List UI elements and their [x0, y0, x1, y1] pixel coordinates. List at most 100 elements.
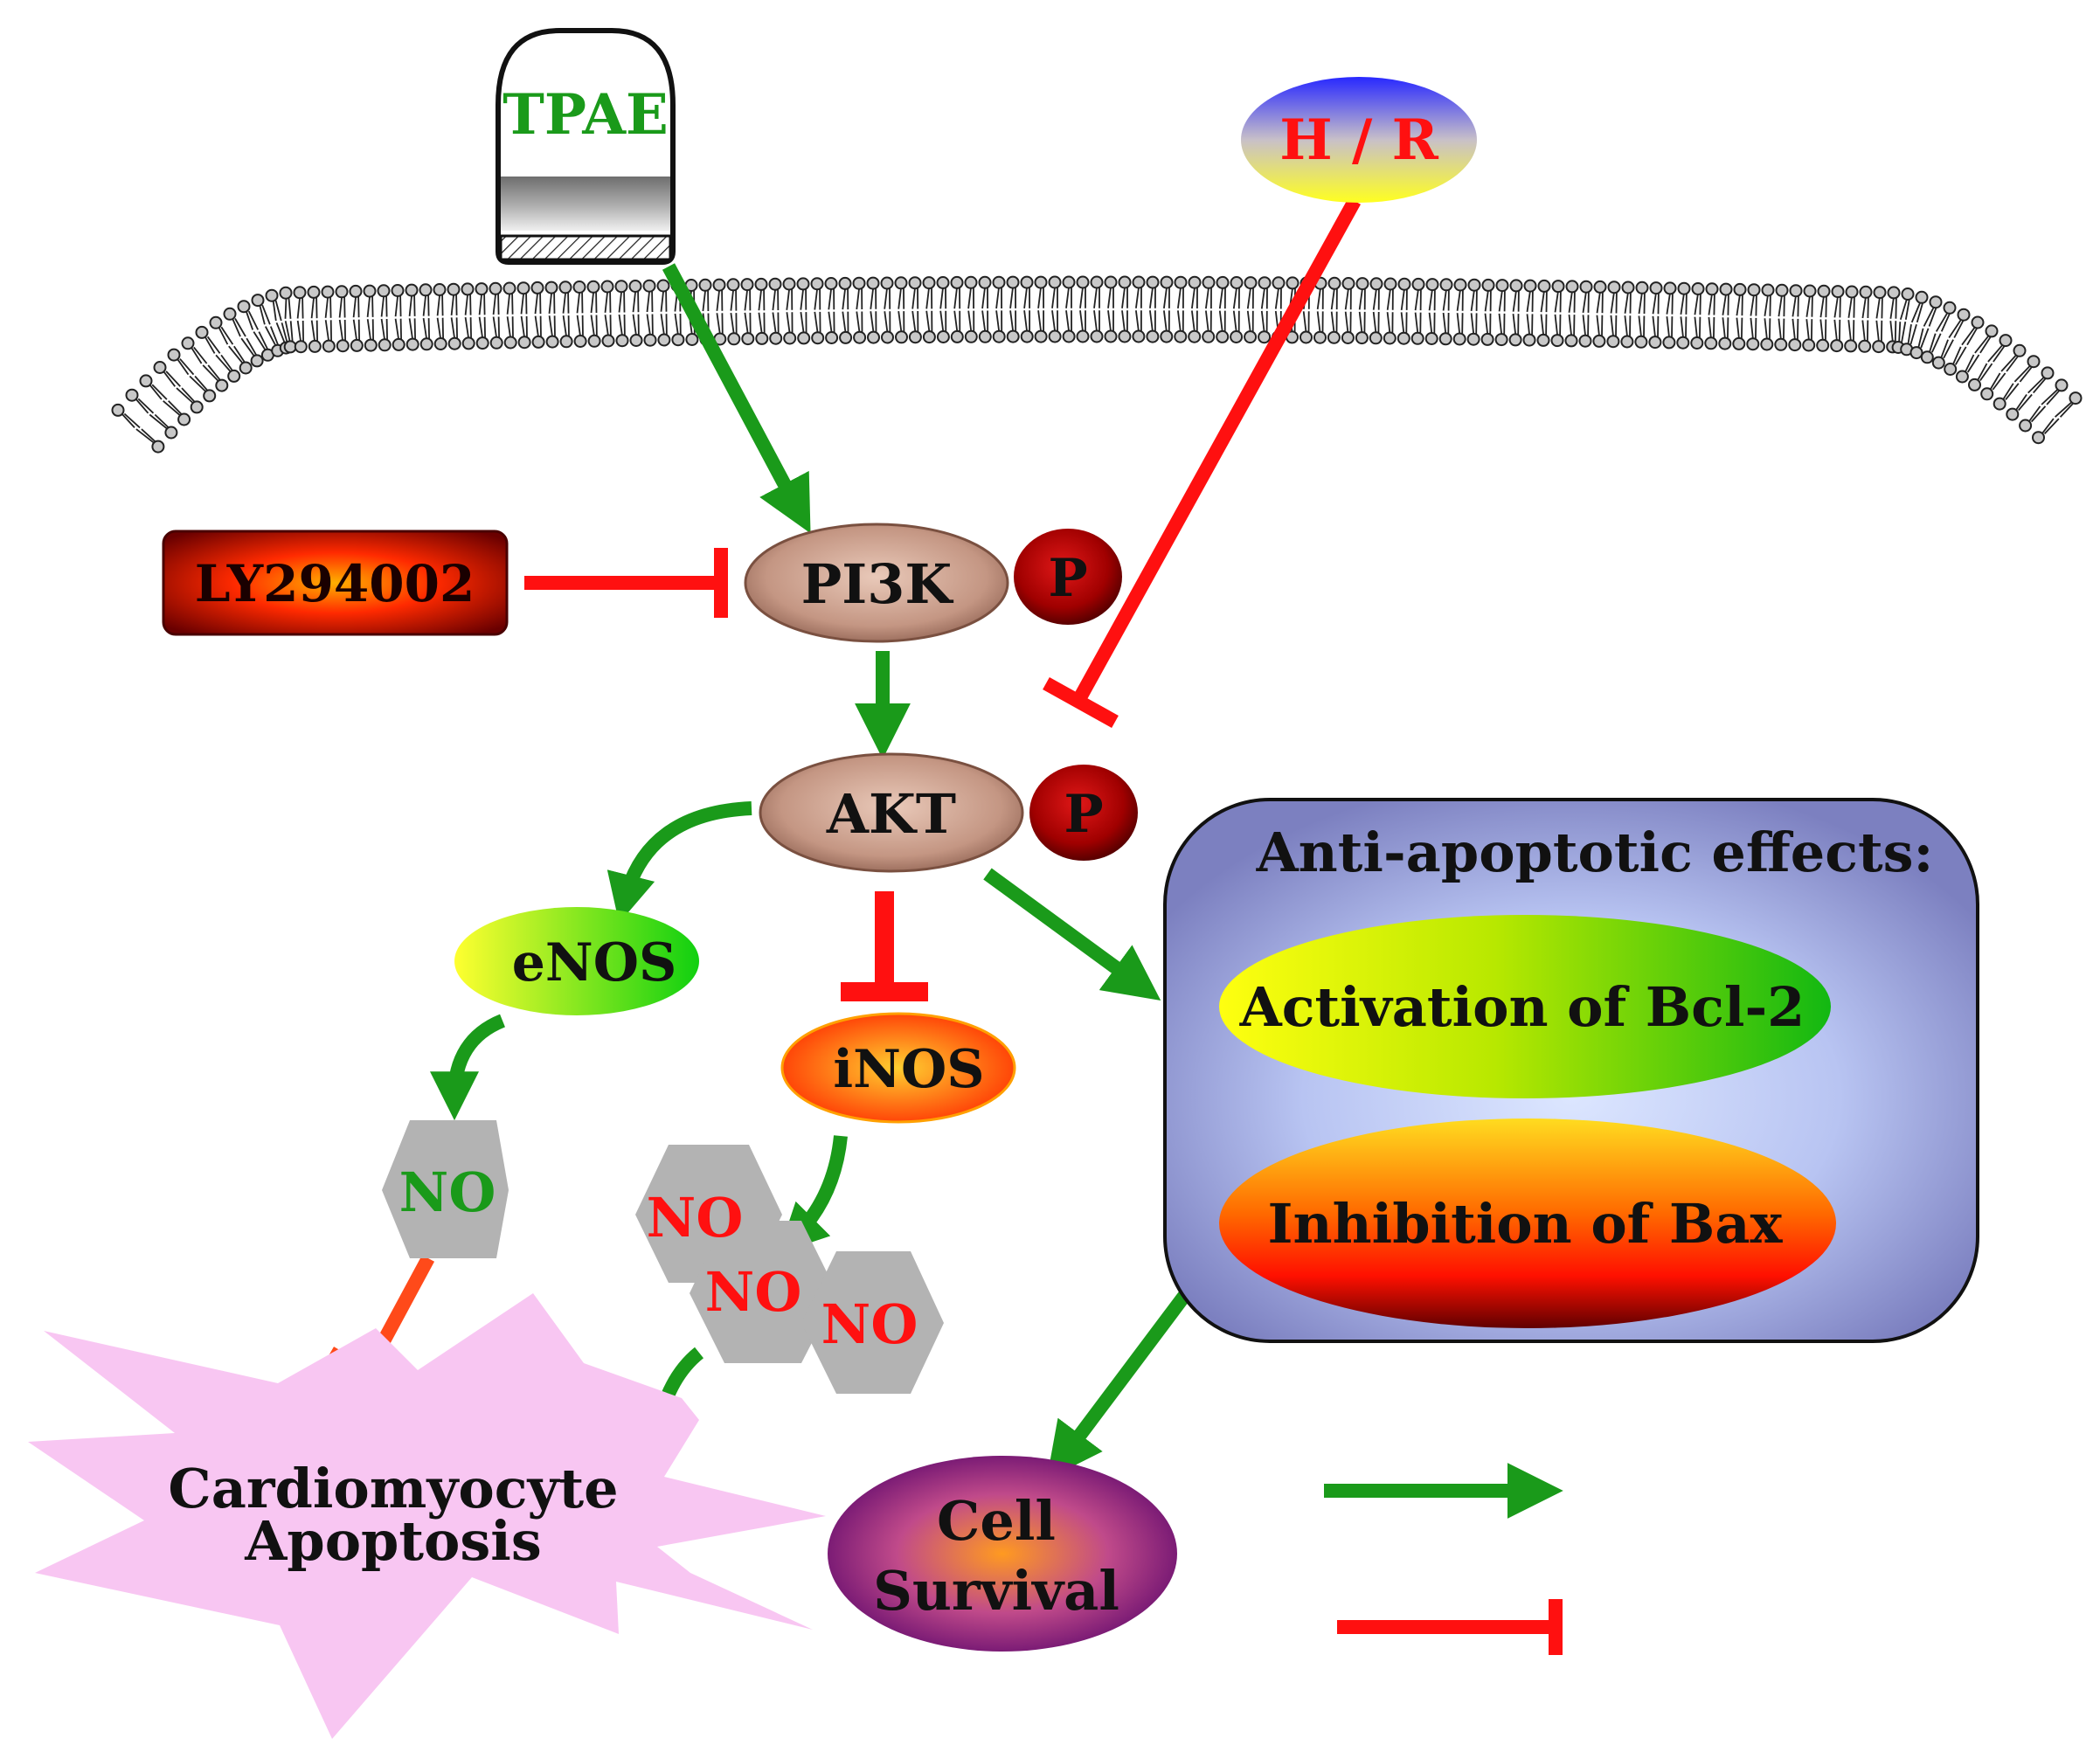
lipid-head — [265, 288, 279, 302]
lipid-tail — [1400, 312, 1408, 334]
lipid-tail — [1498, 313, 1506, 335]
lipid-tail — [576, 292, 584, 314]
lipid-head — [1258, 276, 1272, 290]
lipid-tail — [1680, 316, 1688, 338]
lipid-head — [1817, 284, 1831, 298]
lipid-head — [503, 336, 517, 350]
lipid-tail — [1540, 291, 1548, 313]
lipid-head — [1048, 275, 1062, 289]
lipid-tail — [422, 294, 430, 316]
lipid-tail — [436, 294, 444, 316]
lipid-head — [1971, 315, 1985, 329]
lipid-head — [685, 333, 699, 346]
lipid-head — [1607, 280, 1621, 294]
lipid-tail — [1107, 310, 1114, 332]
lipid-tail — [870, 287, 877, 309]
lipid-head — [125, 388, 139, 402]
akt-phospho-label: P — [1064, 784, 1103, 845]
lipid-head — [1955, 370, 1969, 384]
lipid-head — [796, 277, 810, 291]
no-red-label-3: NO — [821, 1292, 918, 1356]
lipid-tail — [1372, 288, 1380, 310]
lipid-head — [1968, 377, 1981, 391]
lipid-head — [1188, 275, 1202, 289]
lipid-tail — [492, 316, 500, 338]
lipid-tail — [828, 311, 835, 333]
lipid-head — [151, 440, 165, 454]
lipid-tail — [1135, 310, 1142, 332]
lipid-tail — [1065, 287, 1072, 308]
lipid-tail — [272, 300, 282, 322]
lipid-tail — [492, 294, 500, 315]
lipid-tail — [1652, 315, 1660, 337]
lipid-tail — [786, 288, 794, 310]
lipid-head — [181, 336, 195, 350]
lipid-head — [1788, 338, 1802, 352]
lipid-tail — [1177, 287, 1184, 309]
lipid-tail — [2054, 401, 2076, 418]
lipid-head — [1369, 331, 1383, 345]
lipid-head — [1718, 336, 1732, 350]
lipid-tail — [1977, 363, 1993, 382]
lipid-head — [1550, 334, 1564, 348]
lipid-head — [657, 333, 671, 347]
lipid-tail — [1372, 311, 1380, 333]
lipid-head — [614, 280, 628, 294]
lipid-tail — [2000, 354, 2020, 372]
lipid-head — [279, 286, 293, 300]
lipid-tail — [967, 287, 974, 309]
lipid-tail — [1750, 317, 1757, 339]
lipid-tail — [1907, 323, 1917, 345]
lipid-head — [322, 339, 336, 353]
lipid-head — [1690, 336, 1704, 350]
lipid-head — [1746, 337, 1760, 351]
lipid-head — [1873, 286, 1887, 300]
lipid-tail — [1833, 319, 1841, 341]
lipid-tail — [1163, 310, 1170, 332]
lipid-tail — [1847, 320, 1855, 341]
lipid-tail — [1428, 312, 1436, 334]
lipid-head — [2041, 366, 2055, 380]
lipid-head — [936, 330, 950, 343]
akt-phospho-circle — [1029, 765, 1138, 861]
lipid-head — [502, 281, 516, 295]
lipid-tail — [1861, 320, 1869, 342]
lipid-tail — [744, 289, 752, 311]
lipid-tail — [1722, 294, 1729, 315]
lipid-head — [1733, 282, 1747, 296]
lipid-head — [1944, 363, 1958, 376]
lipid-head — [391, 284, 405, 297]
lipid-tail — [1414, 312, 1422, 334]
lipid-head — [1523, 279, 1537, 293]
pi3k-node: PI3K P — [744, 523, 1122, 643]
lipid-head — [964, 329, 978, 343]
lipid-tail — [674, 313, 682, 335]
enos-ellipse — [454, 907, 699, 1015]
lipid-tail — [366, 319, 374, 341]
lipid-tail — [1023, 287, 1030, 309]
lipid-tail — [1205, 287, 1212, 309]
arrow-akt-to-effects — [983, 868, 1161, 1001]
lipid-tail — [464, 316, 472, 339]
lipid-head — [475, 282, 489, 296]
lipid-head — [1691, 282, 1705, 295]
lipid-tail — [1951, 346, 1967, 365]
lipid-head — [363, 284, 377, 298]
lipid-head — [1244, 276, 1258, 290]
inos-label: iNOS — [833, 1039, 984, 1100]
lipid-tail — [1568, 315, 1576, 336]
lipid-head — [419, 283, 433, 297]
lipid-head — [1188, 329, 1202, 343]
lipid-head — [1006, 275, 1020, 289]
lipid-tail — [1093, 287, 1100, 308]
lipid-head — [190, 400, 204, 414]
lipid-head — [950, 275, 964, 289]
lipid-head — [1048, 329, 1062, 343]
lipid-head — [1020, 329, 1034, 343]
lipid-tail — [245, 310, 260, 330]
lipid-head — [1132, 275, 1146, 289]
lipid-head — [824, 277, 838, 290]
lipid-tail — [324, 320, 332, 342]
bax-ellipse — [1219, 1118, 1836, 1328]
lipid-tail — [1940, 339, 1954, 359]
